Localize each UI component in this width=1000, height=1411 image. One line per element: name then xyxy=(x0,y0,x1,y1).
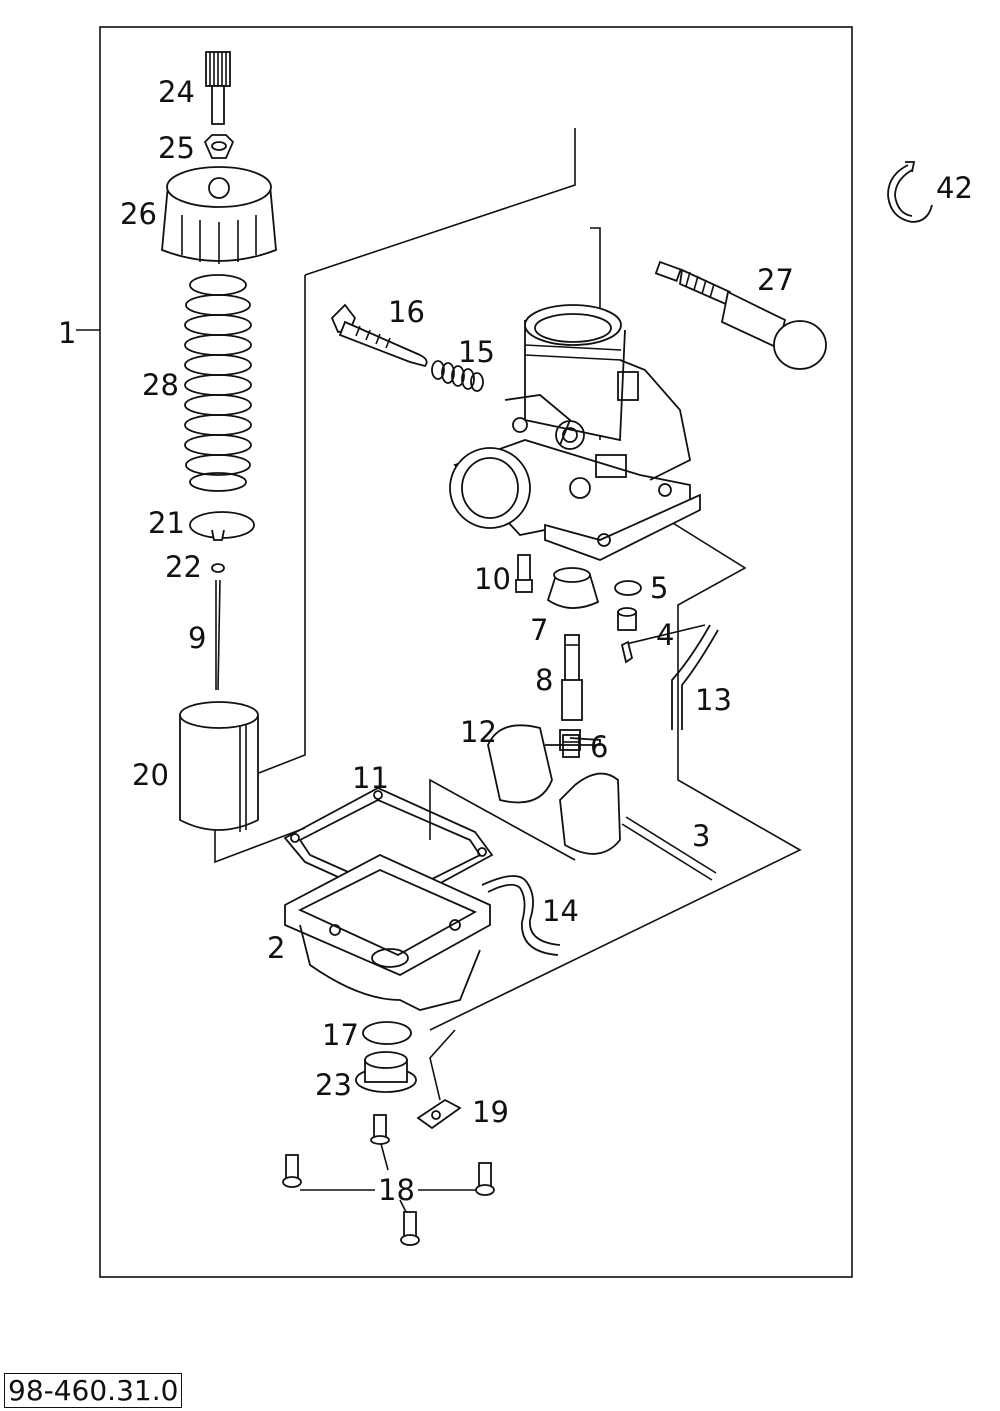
idle-spring-part xyxy=(431,360,484,392)
bracket-part xyxy=(416,1098,462,1130)
callout-3: 3 xyxy=(692,819,710,853)
adjuster-screw-part xyxy=(205,51,231,125)
callout-13: 13 xyxy=(695,683,732,717)
callout-12: 12 xyxy=(460,715,497,749)
vent-hose-part xyxy=(671,624,719,730)
needle-plate-part xyxy=(189,511,255,541)
diagram-frame xyxy=(99,26,853,1278)
idle-screw-part xyxy=(330,303,428,368)
callout-28: 28 xyxy=(142,368,179,402)
throttle-spring-part xyxy=(184,274,252,492)
callout-15: 15 xyxy=(458,335,495,369)
float-valve-part xyxy=(617,607,637,664)
callout-6: 6 xyxy=(590,730,608,764)
callout-22: 22 xyxy=(165,550,202,584)
drawing-code: 98-460.31.0 xyxy=(4,1373,183,1408)
float-bowl-part xyxy=(284,853,491,1011)
float-part xyxy=(487,724,621,855)
needle-jet-part xyxy=(561,634,583,721)
callout-27: 27 xyxy=(757,263,794,297)
carburetor-body-part xyxy=(449,304,701,561)
callout-1: 1 xyxy=(58,316,76,350)
choke-plunger-part xyxy=(654,260,827,370)
jet-needle-part xyxy=(215,579,221,691)
main-jet-part xyxy=(562,734,580,758)
top-cap-part xyxy=(161,166,277,264)
callout-17: 17 xyxy=(322,1018,359,1052)
callout-26: 26 xyxy=(120,197,157,231)
callout-24: 24 xyxy=(158,75,195,109)
callout-2: 2 xyxy=(267,931,285,965)
callout-25: 25 xyxy=(158,131,195,165)
callout-5: 5 xyxy=(650,571,668,605)
callout-labels: 24 25 26 1 28 21 22 9 20 16 15 27 42 10 … xyxy=(58,75,973,1207)
callout-23: 23 xyxy=(315,1068,352,1102)
callout-9: 9 xyxy=(188,621,206,655)
callout-4: 4 xyxy=(656,618,674,652)
callout-42: 42 xyxy=(936,171,973,205)
drain-plug-part xyxy=(355,1051,417,1093)
callout-10: 10 xyxy=(474,562,511,596)
float-pin-part xyxy=(621,816,717,881)
jet-holder-part xyxy=(546,567,600,609)
callout-11: 11 xyxy=(352,761,389,795)
callout-8: 8 xyxy=(535,663,553,697)
throttle-valve-part xyxy=(179,701,259,832)
drain-o-ring-part xyxy=(362,1021,412,1045)
callout-7: 7 xyxy=(530,613,548,647)
o-ring-small-part xyxy=(614,580,642,596)
lock-nut-part xyxy=(203,134,235,159)
bowl-hose-part xyxy=(481,875,561,956)
pilot-jet-part xyxy=(515,554,533,593)
callout-21: 21 xyxy=(148,506,185,540)
callout-19: 19 xyxy=(472,1095,509,1129)
screws-part xyxy=(282,1114,495,1246)
needle-clip-part xyxy=(211,563,225,573)
callout-16: 16 xyxy=(388,295,425,329)
callout-20: 20 xyxy=(132,758,169,792)
hose-clamp-part xyxy=(887,161,933,223)
callout-18: 18 xyxy=(378,1173,415,1207)
callout-14: 14 xyxy=(542,894,579,928)
